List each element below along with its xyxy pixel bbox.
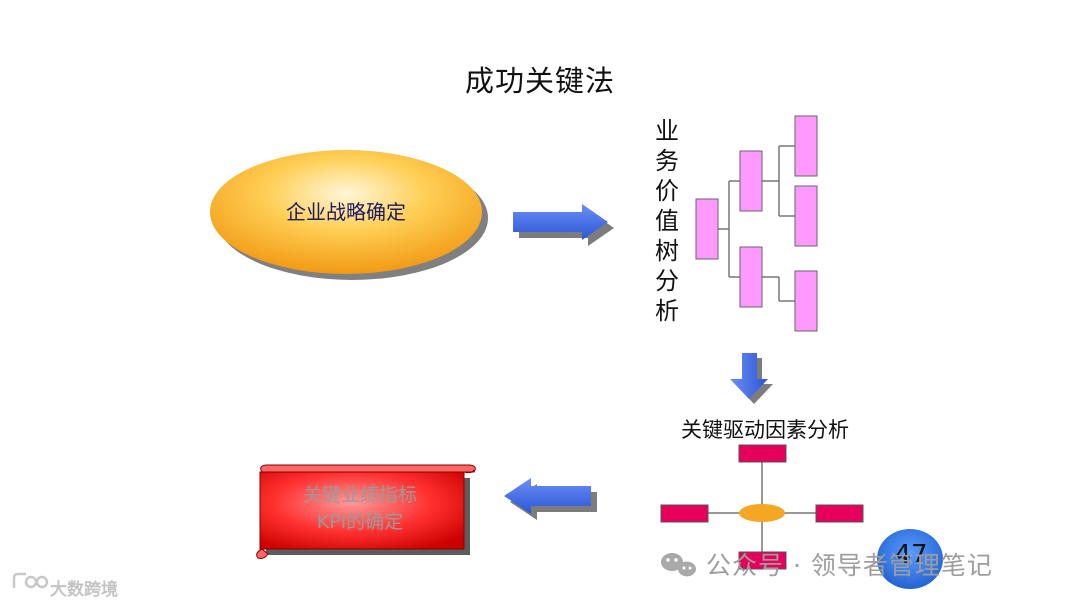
value-tree-boxes [695,115,818,332]
driver-box-right [815,504,864,523]
arrow-to-value-tree [513,204,614,246]
tree-node-level2-bottom [739,246,763,308]
value-tree-lines [718,145,795,302]
watermark-left: 大数跨境 [50,580,118,600]
page-number-badge [877,529,943,589]
wechat-icon [661,553,696,577]
strategy-label: 企业战略确定 [286,200,406,224]
arrow-to-key-drivers [730,353,773,404]
tree-node-level3-a [794,115,818,177]
strategy-ellipse [210,150,482,274]
tree-node-root [695,198,719,260]
kpi-scroll [256,464,476,559]
slide-title: 成功关键法 [464,64,615,98]
driver-box-bottom [738,551,787,570]
driver-hub [739,504,785,522]
watermark-logo-icon [12,572,49,589]
page-number: 47 [894,540,928,570]
tree-node-level3-c [794,270,818,332]
key-driver-diagram [660,444,864,570]
driver-box-top [738,444,787,463]
key-drivers-label: 关键驱动因素分析 [681,418,849,442]
watermark-right: 公众号 · 领导者管理笔记 [706,551,993,580]
value-tree-label: 业务价值树分析 [655,117,679,325]
driver-box-left [660,504,709,523]
arrow-to-kpi [504,478,597,520]
tree-node-level2-top [739,150,763,212]
tree-node-level3-b [794,185,818,247]
kpi-label: 关键业绩指标 KPI的确定 [302,484,417,533]
